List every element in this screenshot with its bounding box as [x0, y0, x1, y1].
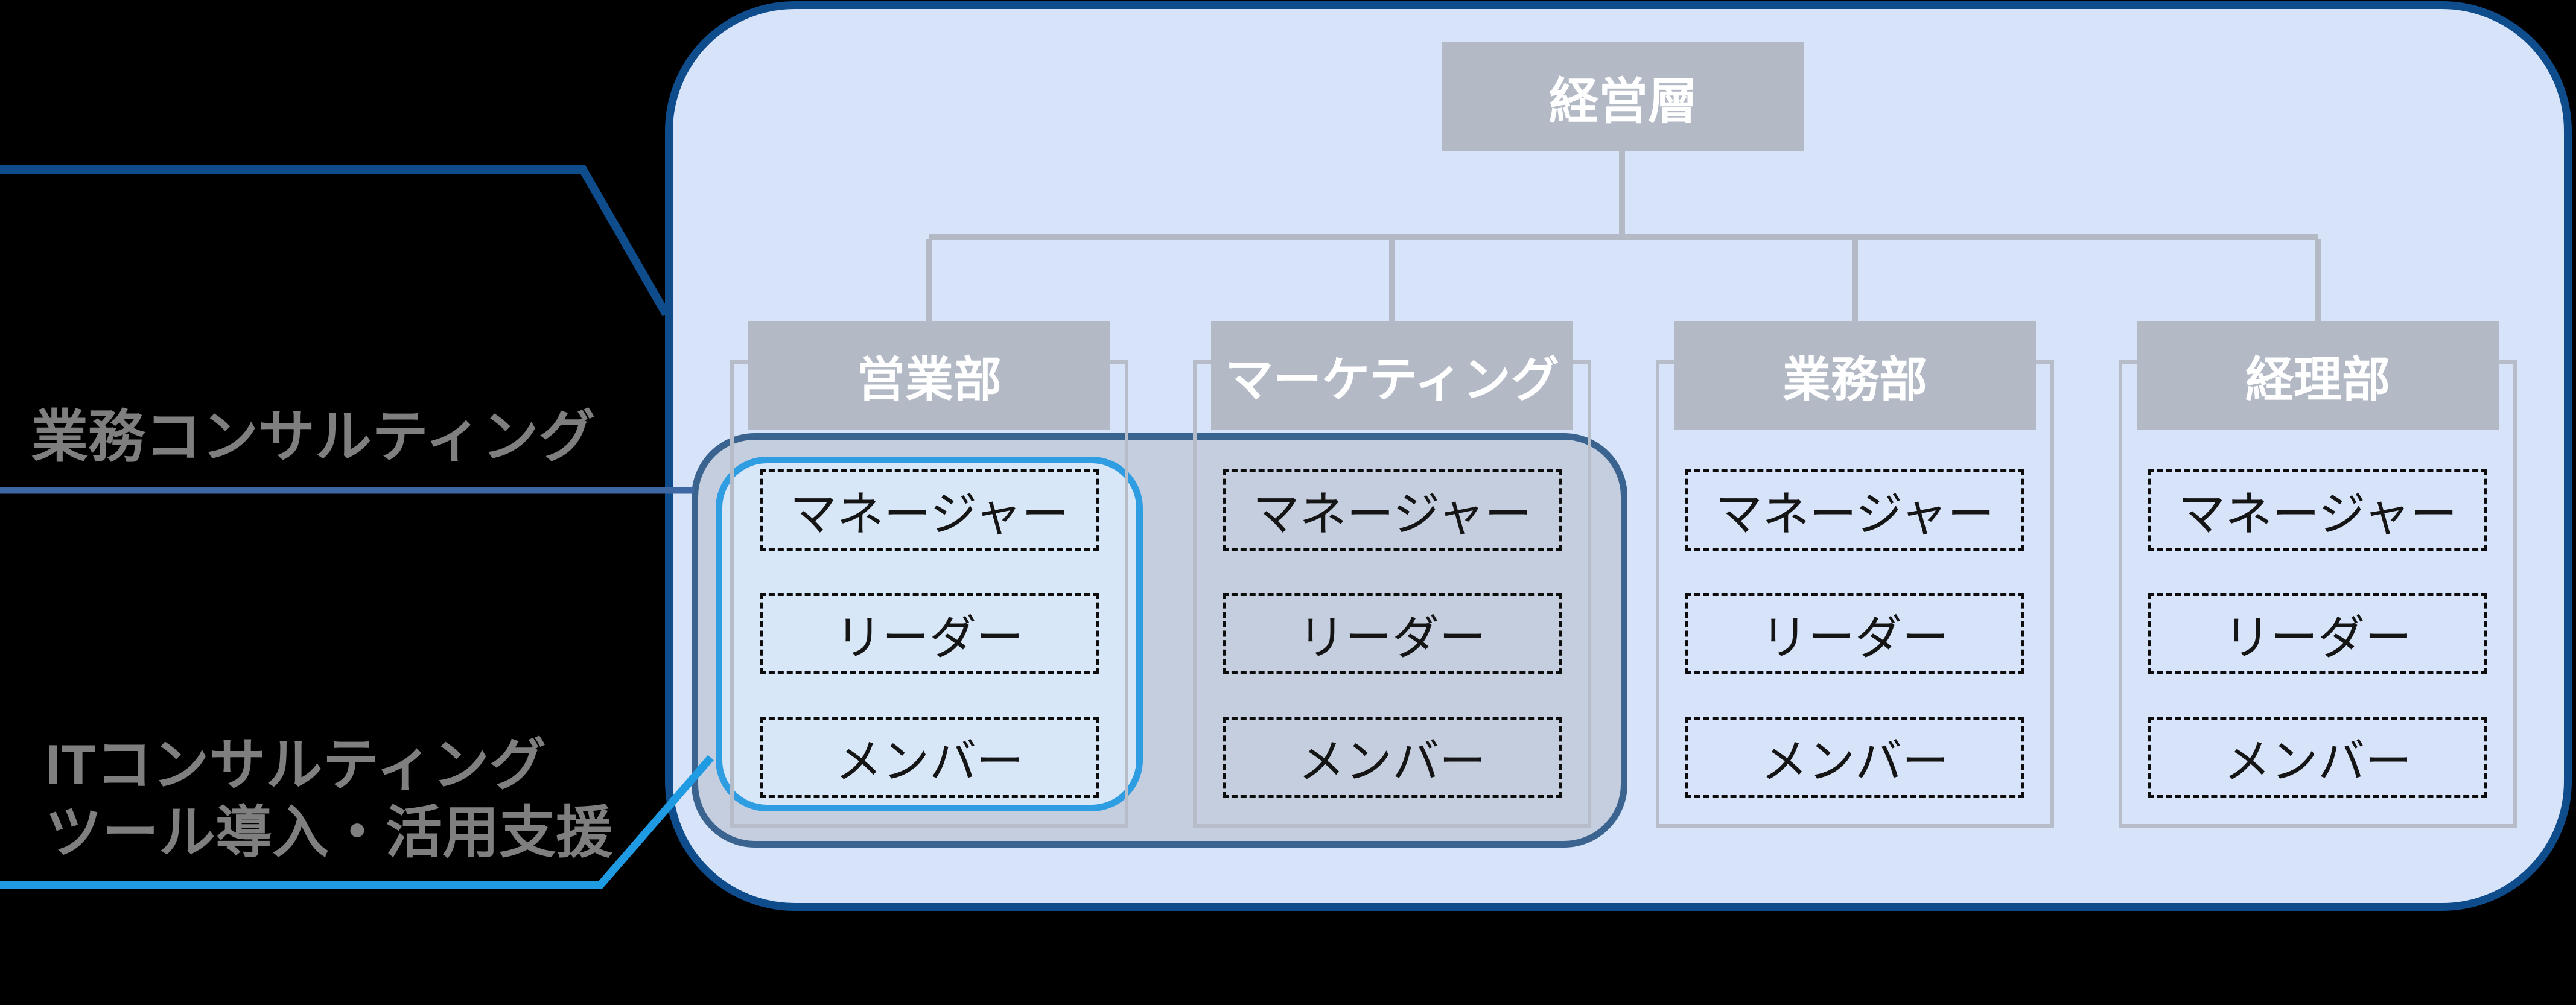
- role-box-operations-leader: リーダー: [1685, 593, 2024, 674]
- connector-top-vertical: [1619, 151, 1625, 235]
- role-box-sales-member: メンバー: [760, 717, 1099, 798]
- connector-horizontal: [929, 234, 2318, 240]
- label-it-consulting-line1: ITコンサルティング: [45, 733, 546, 796]
- connector-drop-accounting: [2315, 239, 2321, 321]
- role-box-sales-leader: リーダー: [760, 593, 1099, 674]
- role-box-accounting-member: メンバー: [2148, 717, 2487, 798]
- pointer-line-top: [0, 165, 670, 317]
- management-box: 経営層: [1442, 42, 1804, 151]
- department-header-marketing: マーケティング: [1211, 321, 1573, 430]
- department-header-operations: 業務部: [1674, 321, 2036, 430]
- role-box-operations-manager: マネージャー: [1685, 469, 2024, 551]
- role-box-operations-member: メンバー: [1685, 717, 2024, 798]
- department-header-accounting: 経理部: [2137, 321, 2499, 430]
- label-it-consulting-line2: ツール導入・活用支援: [45, 801, 613, 864]
- connector-drop-marketing: [1389, 239, 1395, 321]
- department-header-sales: 営業部: [748, 321, 1110, 430]
- connector-drop-operations: [1852, 239, 1858, 321]
- label-it-consulting: ITコンサルティングツール導入・活用支援: [45, 731, 612, 866]
- role-box-marketing-member: メンバー: [1223, 717, 1562, 798]
- role-box-accounting-manager: マネージャー: [2148, 469, 2487, 551]
- connector-drop-sales: [926, 239, 932, 321]
- role-box-marketing-leader: リーダー: [1223, 593, 1562, 674]
- role-box-sales-manager: マネージャー: [760, 469, 1099, 551]
- highlight-region-it-consulting: [716, 457, 1143, 811]
- role-box-accounting-leader: リーダー: [2148, 593, 2487, 674]
- label-business-consulting: 業務コンサルティング: [31, 405, 596, 468]
- role-box-marketing-manager: マネージャー: [1223, 469, 1562, 551]
